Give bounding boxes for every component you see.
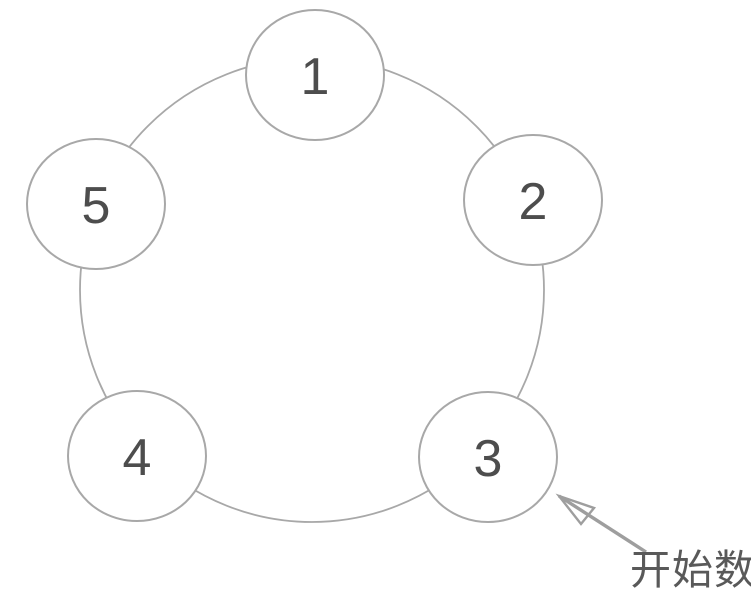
- node-circle-3: [418, 391, 558, 523]
- arrow-shaft: [558, 494, 647, 554]
- node-number-3: 3: [474, 430, 503, 488]
- node-number-2: 2: [519, 173, 548, 231]
- node-number-5: 5: [82, 177, 111, 235]
- node-number-1: 1: [301, 48, 330, 106]
- arrowhead-icon: [555, 493, 597, 526]
- node-circle-2: [463, 134, 603, 266]
- node-circle-1: [245, 9, 385, 141]
- node-number-4: 4: [123, 429, 152, 487]
- start-count-label: 开始数: [630, 547, 751, 593]
- node-circle-4: [67, 390, 207, 522]
- node-circle-5: [26, 138, 166, 270]
